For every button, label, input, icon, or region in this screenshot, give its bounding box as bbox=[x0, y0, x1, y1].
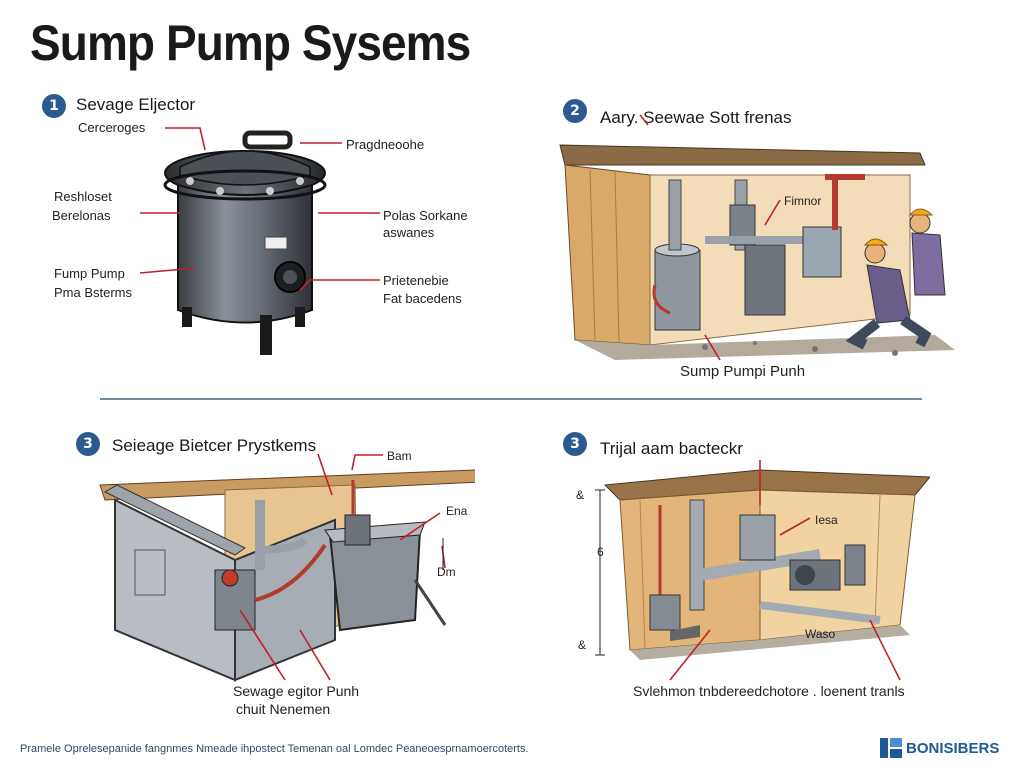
callout-label: aswanes bbox=[383, 225, 435, 240]
footer-caption: Pramele Oprelesepanide fangnmes Nmeade i… bbox=[20, 743, 529, 755]
dimension-mark: & bbox=[576, 488, 585, 502]
callout-label: Pragdneoohe bbox=[346, 137, 425, 152]
panel-3-callout-arrows bbox=[239, 453, 446, 681]
callout-label: Dm bbox=[437, 565, 456, 579]
callout-label: chuit Nenemen bbox=[236, 701, 331, 717]
callout-label: Fimnor bbox=[784, 194, 822, 208]
callout-label: Sump Pumpi Punh bbox=[680, 363, 806, 380]
panel-2-callout-arrows bbox=[639, 114, 781, 361]
callout-label: Berelonas bbox=[52, 208, 111, 223]
callout-label: Bam bbox=[387, 449, 412, 463]
panel-title: Seieage Bietcer Prystkems bbox=[112, 436, 317, 455]
brand-name: BONISIBERS bbox=[906, 739, 1000, 757]
callout-label: Ena bbox=[446, 504, 468, 518]
callout-label: Fat bacedens bbox=[383, 291, 462, 306]
callout-label: Waso bbox=[805, 627, 836, 641]
dimension-mark: & bbox=[578, 638, 587, 652]
sewage-ejector-tank-illustration bbox=[163, 130, 327, 355]
callout-label: Svlehmon tnbdereedchotore . loenent tran… bbox=[633, 683, 905, 699]
callout-label: Fump Pump bbox=[54, 266, 125, 281]
step-number-badge: 3 bbox=[76, 432, 100, 456]
callout-label: Cerceroges bbox=[78, 120, 146, 135]
panel-title: Aary. Seewae Sott frenas bbox=[600, 108, 792, 127]
panel-title: Trijal aam bacteckr bbox=[600, 439, 743, 458]
callout-label: Reshloset bbox=[54, 189, 112, 204]
sewage-ejector-pit-illustration bbox=[99, 469, 475, 682]
callout-label: Pma Bsterms bbox=[54, 285, 133, 300]
step-number-badge: 1 bbox=[42, 94, 66, 118]
panel-4-callout-arrows bbox=[595, 460, 901, 681]
panel-1-callout-arrows bbox=[139, 127, 380, 291]
brand-mark-icon bbox=[880, 738, 902, 758]
brand-logo: BONISIBERS bbox=[880, 738, 999, 758]
step-number-badge: 2 bbox=[563, 99, 587, 123]
basement-drain-system-illustration bbox=[603, 469, 930, 660]
callout-label: Polas Sorkane bbox=[383, 208, 468, 223]
basement-sump-pit-illustration bbox=[559, 144, 955, 360]
page-title: Sump Pump Sysems bbox=[30, 15, 471, 71]
step-number-badge: 3 bbox=[563, 432, 587, 456]
callout-label: Prietenebie bbox=[383, 273, 449, 288]
section-divider bbox=[100, 398, 922, 400]
callout-label: Iesa bbox=[815, 513, 838, 527]
panel-title: Sevage Eljector bbox=[76, 95, 196, 114]
callout-label: Sewage egitor Punh bbox=[233, 683, 360, 699]
